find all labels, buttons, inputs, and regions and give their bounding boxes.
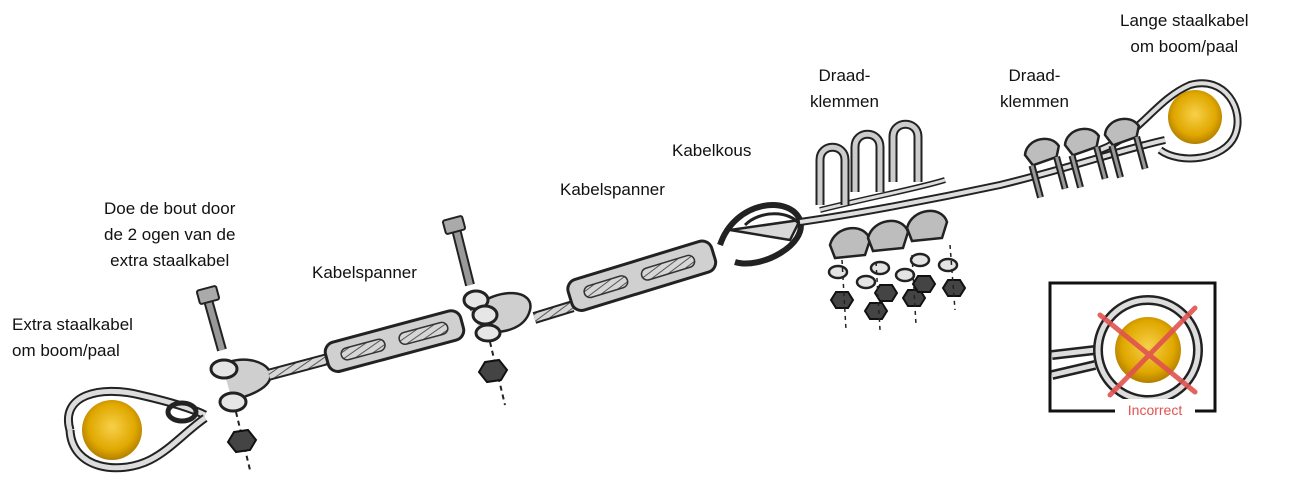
- nut-icon: [228, 430, 256, 452]
- label-clamps-2-line-2: klemmen: [1000, 89, 1069, 115]
- label-clamps-1-line-2: klemmen: [810, 89, 879, 115]
- left-tree-loop: [68, 391, 205, 467]
- label-thimble: Kabelkous: [672, 138, 751, 164]
- wire-clamps-exploded: [820, 124, 965, 330]
- label-long-cable: Lange staalkabel om boom/paal: [1120, 8, 1249, 60]
- label-bolt-line-1: Doe de bout door: [104, 196, 235, 222]
- wire-clamp-icon: [893, 124, 918, 182]
- label-extra-cable: Extra staalkabel om boom/paal: [12, 312, 133, 364]
- tree-post-icon: [82, 400, 142, 460]
- left-shackle: [197, 286, 271, 470]
- label-clamps-1-line-1: Draad-: [810, 63, 879, 89]
- thimble-loop: [720, 205, 801, 263]
- label-turnbuckle-1: Kabelspanner: [312, 260, 417, 286]
- label-bolt-line-2: de 2 ogen van de: [104, 222, 235, 248]
- nut-icon: [479, 360, 507, 382]
- label-turnbuckle-2: Kabelspanner: [560, 177, 665, 203]
- label-long-cable-line-2: om boom/paal: [1120, 34, 1249, 60]
- label-long-cable-line-1: Lange staalkabel: [1120, 8, 1249, 34]
- label-extra-cable-line-2: om boom/paal: [12, 338, 133, 364]
- wire-clamp-icon: [855, 134, 880, 192]
- label-clamps-1: Draad- klemmen: [810, 63, 879, 115]
- bolt-icon: [443, 216, 466, 235]
- wire-clamp-icon: [820, 147, 845, 205]
- label-extra-cable-line-1: Extra staalkabel: [12, 312, 133, 338]
- tree-post-icon: [1168, 90, 1222, 144]
- label-clamps-2-line-1: Draad-: [1000, 63, 1069, 89]
- incorrect-label: Incorrect: [1128, 402, 1183, 418]
- incorrect-inset: Incorrect: [1050, 283, 1215, 419]
- label-bolt-instruction: Doe de bout door de 2 ogen van de extra …: [104, 196, 235, 274]
- wire-clamps-installed: [1022, 115, 1150, 198]
- thimble-icon: [730, 220, 800, 240]
- bolt-icon: [197, 286, 220, 305]
- turnbuckle-left: [265, 309, 466, 390]
- label-bolt-line-3: extra staalkabel: [104, 248, 235, 274]
- turnbuckle-right: [527, 239, 718, 325]
- label-clamps-2: Draad- klemmen: [1000, 63, 1069, 115]
- turnbuckle-icon: [323, 309, 466, 374]
